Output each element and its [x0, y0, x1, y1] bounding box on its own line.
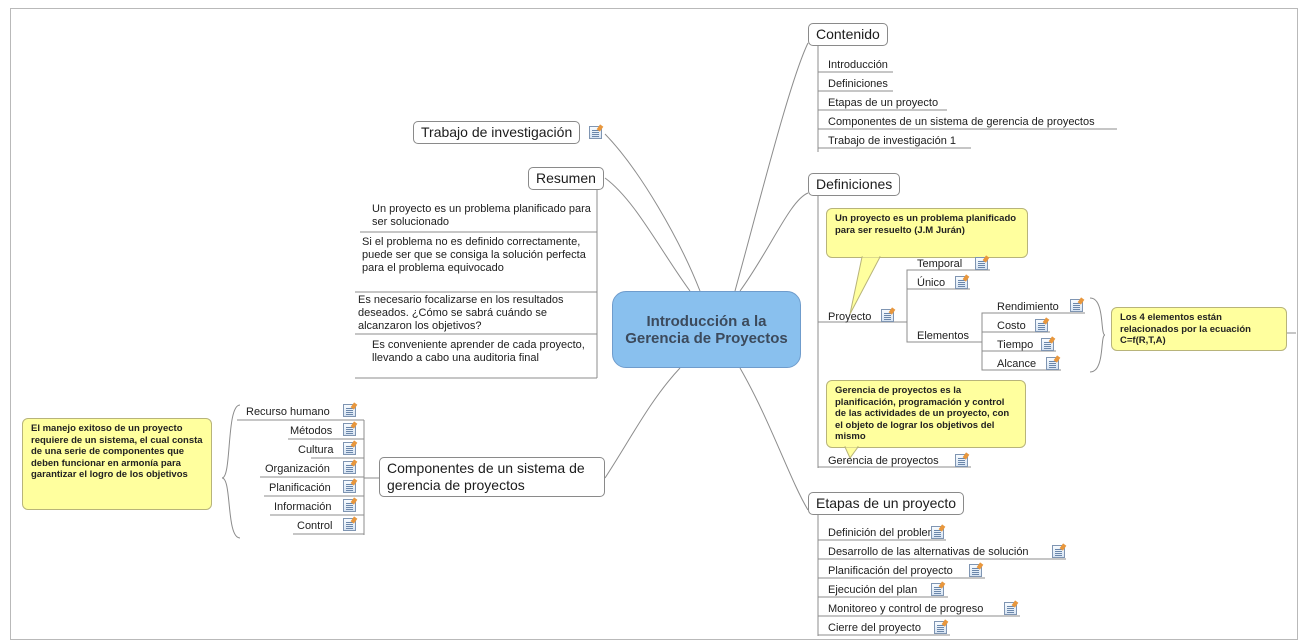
note-icon[interactable]	[931, 583, 944, 596]
note-icon[interactable]	[1052, 545, 1065, 558]
note-icon[interactable]	[955, 276, 968, 289]
etapa-definicion[interactable]: Definición del problema	[828, 527, 943, 539]
note-icon[interactable]	[969, 564, 982, 577]
contenido-item-trabajo[interactable]: Trabajo de investigación 1	[828, 135, 957, 147]
contenido-item-etapas[interactable]: Etapas de un proyecto	[828, 97, 939, 109]
componente-recurso-humano[interactable]: Recurso humano	[246, 406, 330, 418]
note-icon[interactable]	[1004, 602, 1017, 615]
etapa-monitoreo[interactable]: Monitoreo y control de progreso	[828, 603, 984, 615]
componente-informacion[interactable]: Información	[274, 501, 332, 513]
note-icon[interactable]	[881, 309, 894, 322]
componente-planificacion[interactable]: Planificación	[269, 482, 331, 494]
note-icon[interactable]	[1035, 319, 1048, 332]
topic-definiciones-label: Definiciones	[816, 176, 893, 192]
note-icon[interactable]	[343, 518, 356, 531]
etapa-desarrollo[interactable]: Desarrollo de las alternativas de soluci…	[828, 546, 1029, 558]
resumen-note-4: Es conveniente aprender de cada proyecto…	[372, 339, 585, 364]
componente-control[interactable]: Control	[297, 520, 333, 532]
topic-resumen[interactable]: Resumen	[528, 167, 604, 190]
element-alcance[interactable]: Alcance	[997, 358, 1037, 370]
def-gerencia[interactable]: Gerencia de proyectos	[828, 455, 939, 467]
note-icon[interactable]	[1070, 299, 1083, 312]
callout-componentes: El manejo exitoso de un proyecto requier…	[22, 418, 212, 510]
topic-etapas[interactable]: Etapas de un proyecto	[808, 492, 965, 515]
note-icon[interactable]	[343, 442, 356, 455]
componente-metodos[interactable]: Métodos	[290, 425, 333, 437]
note-icon[interactable]	[955, 454, 968, 467]
etapa-cierre[interactable]: Cierre del proyecto	[828, 622, 921, 634]
componente-cultura[interactable]: Cultura	[298, 444, 334, 456]
element-costo[interactable]: Costo	[997, 320, 1026, 332]
callout-gerencia-definition: Gerencia de proyectos es la planificació…	[826, 380, 1026, 448]
topic-resumen-label: Resumen	[536, 170, 596, 186]
topic-trabajo-investigacion[interactable]: Trabajo de investigación	[413, 121, 581, 144]
element-tiempo[interactable]: Tiempo	[997, 339, 1034, 351]
resumen-note-1: Un proyecto es un problema planificado p…	[372, 203, 591, 228]
note-icon[interactable]	[934, 621, 947, 634]
topic-definiciones[interactable]: Definiciones	[808, 173, 901, 196]
note-icon[interactable]	[1046, 357, 1059, 370]
note-icon[interactable]	[343, 461, 356, 474]
note-icon[interactable]	[931, 526, 944, 539]
map-frame	[10, 8, 1298, 640]
note-icon[interactable]	[343, 480, 356, 493]
note-icon[interactable]	[589, 126, 602, 139]
callout-proyecto-text: Un proyecto es un problema planificado p…	[835, 213, 1017, 236]
callout-elementos-text: Los 4 elementos están relacionados por l…	[1120, 312, 1251, 346]
callout-gerencia-text: Gerencia de proyectos es la planificació…	[835, 385, 1010, 442]
note-icon[interactable]	[1041, 338, 1054, 351]
topic-trabajo-label: Trabajo de investigación	[421, 124, 573, 140]
note-icon[interactable]	[343, 499, 356, 512]
note-icon[interactable]	[343, 404, 356, 417]
componente-organizacion[interactable]: Organización	[265, 463, 330, 475]
contenido-item-introduccion[interactable]: Introducción	[828, 59, 888, 71]
central-topic-label: Introducción a la Gerencia de Proyectos	[625, 312, 788, 347]
etapa-ejecucion[interactable]: Ejecución del plan	[828, 584, 918, 596]
callout-elementos-equation: Los 4 elementos están relacionados por l…	[1111, 307, 1287, 351]
etapa-planificacion[interactable]: Planificación del proyecto	[828, 565, 953, 577]
callout-proyecto-definition: Un proyecto es un problema planificado p…	[826, 208, 1028, 258]
topic-contenido-label: Contenido	[816, 26, 880, 42]
def-elementos[interactable]: Elementos	[917, 330, 969, 342]
topic-componentes-label: Componentes de un sistema de gerencia de…	[387, 460, 585, 493]
topic-etapas-label: Etapas de un proyecto	[816, 495, 957, 511]
resumen-note-3: Es necesario focalizarse en los resultad…	[358, 294, 564, 332]
contenido-item-definiciones[interactable]: Definiciones	[828, 78, 888, 90]
callout-componentes-text: El manejo exitoso de un proyecto requier…	[31, 423, 203, 480]
note-icon[interactable]	[975, 257, 988, 270]
def-temporal[interactable]: Temporal	[917, 258, 963, 270]
element-rendimiento[interactable]: Rendimiento	[997, 301, 1059, 313]
contenido-item-componentes[interactable]: Componentes de un sistema de gerencia de…	[828, 116, 1095, 128]
topic-componentes[interactable]: Componentes de un sistema de gerencia de…	[379, 457, 605, 497]
note-icon[interactable]	[343, 423, 356, 436]
def-proyecto[interactable]: Proyecto	[828, 311, 872, 323]
def-unico[interactable]: Único	[917, 277, 946, 289]
central-topic[interactable]: Introducción a la Gerencia de Proyectos	[612, 291, 801, 368]
resumen-note-2: Si el problema no es definido correctame…	[362, 236, 586, 274]
topic-contenido[interactable]: Contenido	[808, 23, 888, 46]
